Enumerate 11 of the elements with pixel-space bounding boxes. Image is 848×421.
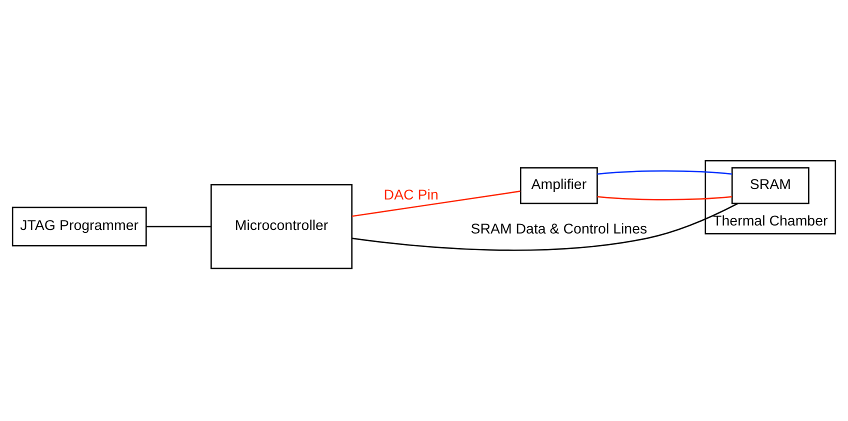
connector (597, 170, 732, 174)
connector (352, 190, 520, 216)
edge-label: SRAM Data & Control Lines (470, 221, 648, 238)
node-box: Microcontroller (210, 184, 353, 269)
edge-label: DAC Pin (384, 187, 438, 204)
node-box: SRAM (731, 166, 810, 204)
connector (352, 202, 738, 250)
node-box: Amplifier (520, 166, 598, 204)
connector (146, 225, 212, 227)
connector (597, 196, 732, 200)
node-box: JTAG Programmer (12, 206, 147, 246)
